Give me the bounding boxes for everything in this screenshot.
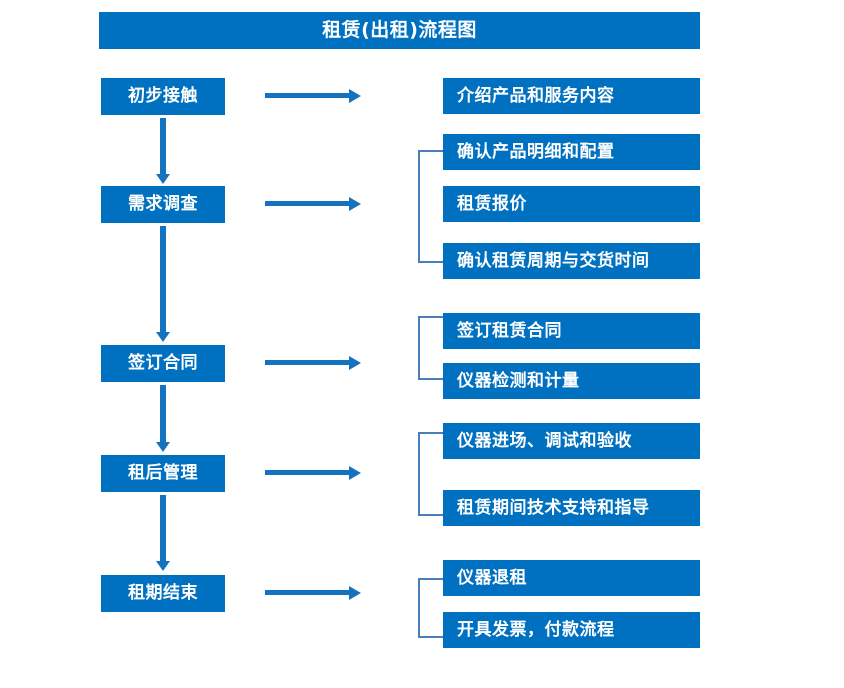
detail-box-confirm-product-details[interactable]: 确认产品明细和配置: [443, 134, 700, 170]
arrow-shaft: [265, 360, 350, 365]
arrow-shaft: [160, 495, 166, 562]
down-arrow-icon-3: [156, 385, 170, 452]
right-arrow-icon-1: [265, 89, 361, 103]
arrow-shaft: [265, 201, 350, 206]
arrow-shaft: [265, 590, 350, 595]
stage-box-post-rental-management[interactable]: 租后管理: [101, 455, 225, 492]
detail-box-instrument-entry-commissioning[interactable]: 仪器进场、调试和验收: [443, 423, 700, 459]
detail-box-instrument-inspection[interactable]: 仪器检测和计量: [443, 363, 700, 399]
stage-box-rental-end[interactable]: 租期结束: [101, 575, 225, 612]
arrow-head: [349, 586, 361, 600]
group-bracket-rental-end: [418, 578, 443, 638]
arrow-head: [349, 356, 361, 370]
detail-box-invoice-payment[interactable]: 开具发票，付款流程: [443, 612, 700, 648]
arrow-shaft: [265, 470, 350, 475]
down-arrow-icon-2: [156, 226, 170, 342]
detail-box-rental-quotation[interactable]: 租赁报价: [443, 186, 700, 222]
down-arrow-icon-4: [156, 495, 170, 571]
detail-box-technical-support[interactable]: 租赁期间技术支持和指导: [443, 490, 700, 526]
arrow-shaft: [160, 118, 166, 175]
detail-box-sign-rental-contract[interactable]: 签订租赁合同: [443, 313, 700, 349]
stage-box-needs-survey[interactable]: 需求调查: [101, 186, 225, 223]
page-title: 租赁(出租)流程图: [99, 12, 700, 49]
arrow-shaft: [160, 385, 166, 443]
arrow-head: [156, 174, 170, 184]
arrow-head: [349, 197, 361, 211]
arrow-shaft: [160, 226, 166, 333]
arrow-head: [349, 89, 361, 103]
arrow-shaft: [265, 93, 350, 98]
arrow-head: [156, 332, 170, 342]
group-bracket-contract: [418, 316, 443, 380]
detail-box-introduce-products[interactable]: 介绍产品和服务内容: [443, 78, 700, 114]
right-arrow-icon-2: [265, 197, 361, 211]
arrow-head: [349, 466, 361, 480]
stage-box-initial-contact[interactable]: 初步接触: [101, 78, 225, 115]
arrow-head: [156, 561, 170, 571]
right-arrow-icon-4: [265, 466, 361, 480]
detail-box-instrument-return[interactable]: 仪器退租: [443, 560, 700, 596]
group-bracket-needs-survey: [418, 150, 443, 263]
group-bracket-post-rental: [418, 432, 443, 516]
detail-box-confirm-rental-period[interactable]: 确认租赁周期与交货时间: [443, 243, 700, 279]
arrow-head: [156, 442, 170, 452]
down-arrow-icon-1: [156, 118, 170, 184]
right-arrow-icon-5: [265, 586, 361, 600]
stage-box-sign-contract[interactable]: 签订合同: [101, 345, 225, 382]
right-arrow-icon-3: [265, 356, 361, 370]
